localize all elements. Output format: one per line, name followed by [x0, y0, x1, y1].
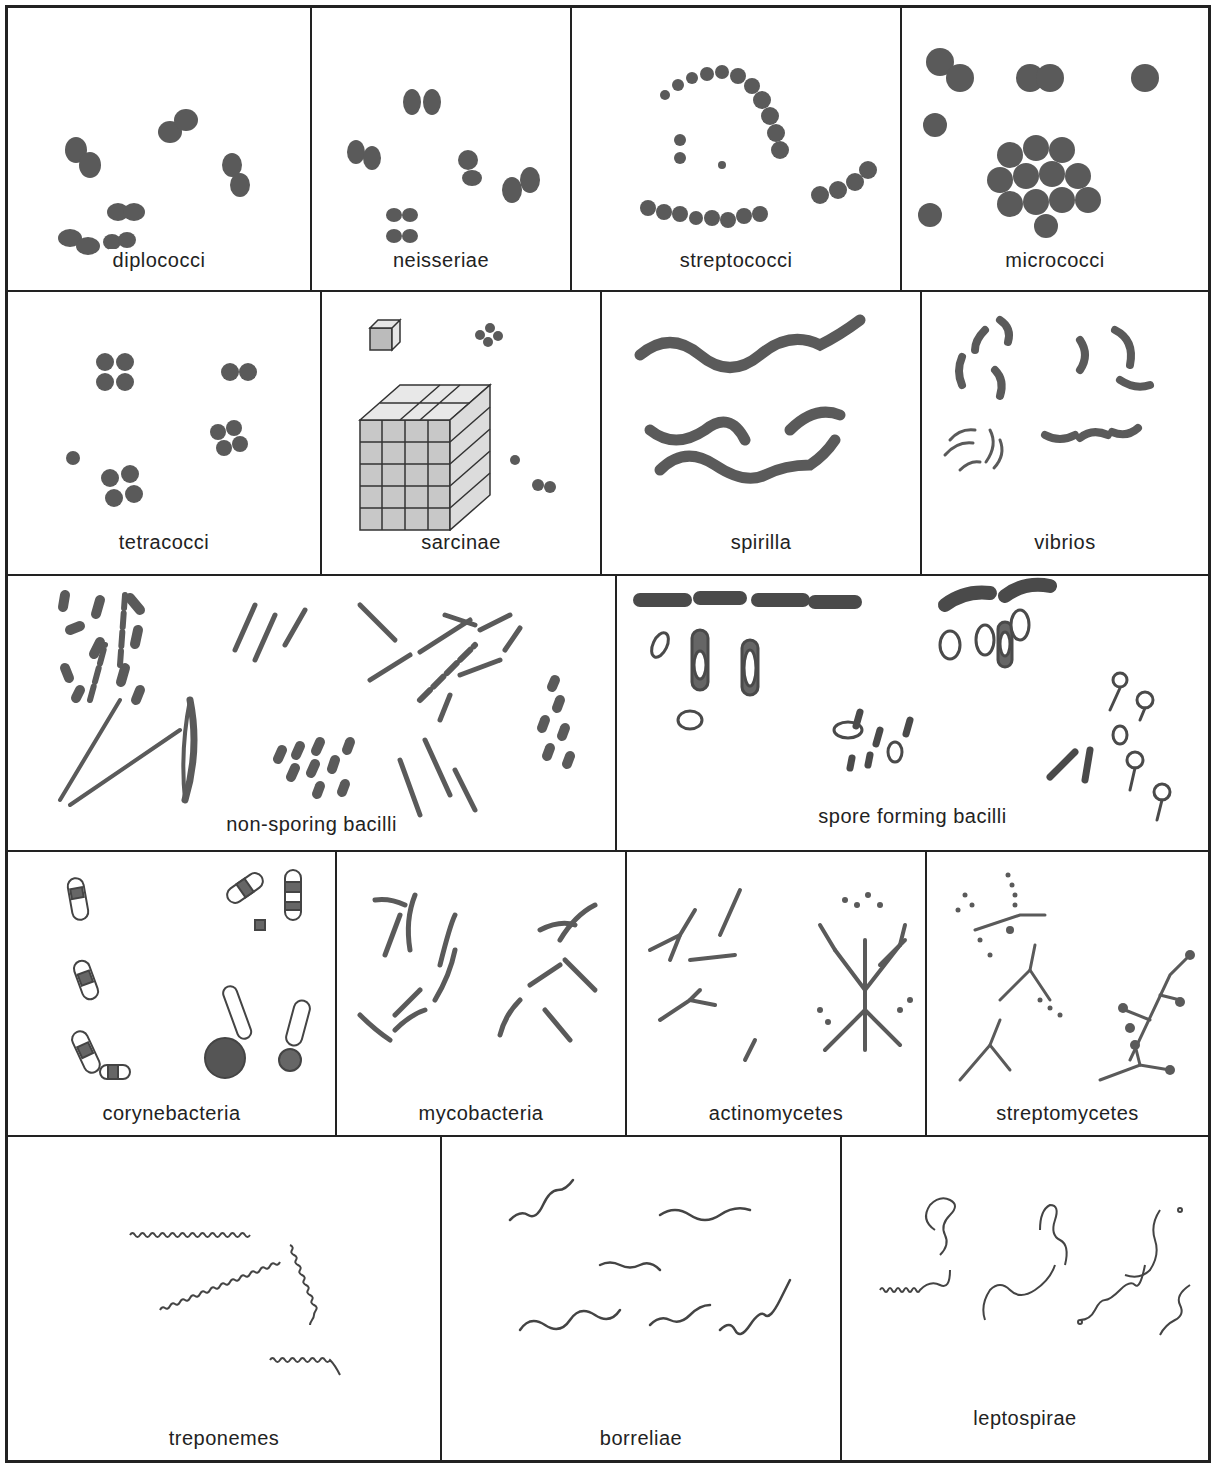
panel-label: streptococci [676, 249, 797, 272]
panel-label: borreliae [596, 1427, 686, 1450]
panel-label: treponemes [165, 1427, 284, 1450]
panel-label: leptospirae [969, 1407, 1080, 1430]
panel-label: sarcinae [417, 531, 505, 554]
morphology-panel: streptomycetes [925, 850, 1210, 1137]
panel-label: actinomycetes [705, 1102, 847, 1125]
morphology-panel: actinomycetes [625, 850, 927, 1137]
morphology-panel: tetracocci [6, 290, 322, 576]
morphology-panel: corynebacteria [6, 850, 337, 1137]
morphology-panel: leptospirae [840, 1135, 1210, 1462]
morphology-panel: micrococci [900, 6, 1210, 292]
morphology-panel: mycobacteria [335, 850, 627, 1137]
panel-label: spirilla [727, 531, 796, 554]
morphology-panel: borreliae [440, 1135, 842, 1462]
panel-label: micrococci [1001, 249, 1108, 272]
panel-label: vibrios [1030, 531, 1099, 554]
panel-label: streptomycetes [992, 1102, 1143, 1125]
panel-label: spore forming bacilli [814, 805, 1010, 828]
morphology-panel: sarcinae [320, 290, 602, 576]
morphology-panel: streptococci [570, 6, 902, 292]
panel-label: tetracocci [115, 531, 214, 554]
panel-label: neisseriae [389, 249, 493, 272]
panel-label: mycobacteria [415, 1102, 548, 1125]
panel-label: diplococci [109, 249, 210, 272]
morphology-panel: spirilla [600, 290, 922, 576]
morphology-panel: non-sporing bacilli [6, 574, 617, 852]
panel-label: non-sporing bacilli [222, 813, 401, 836]
morphology-panel: treponemes [6, 1135, 442, 1462]
morphology-panel: neisseriae [310, 6, 572, 292]
morphology-panel: spore forming bacilli [615, 574, 1210, 852]
panel-label: corynebacteria [98, 1102, 244, 1125]
morphology-panel: diplococci [6, 6, 312, 292]
morphology-panel: vibrios [920, 290, 1210, 576]
